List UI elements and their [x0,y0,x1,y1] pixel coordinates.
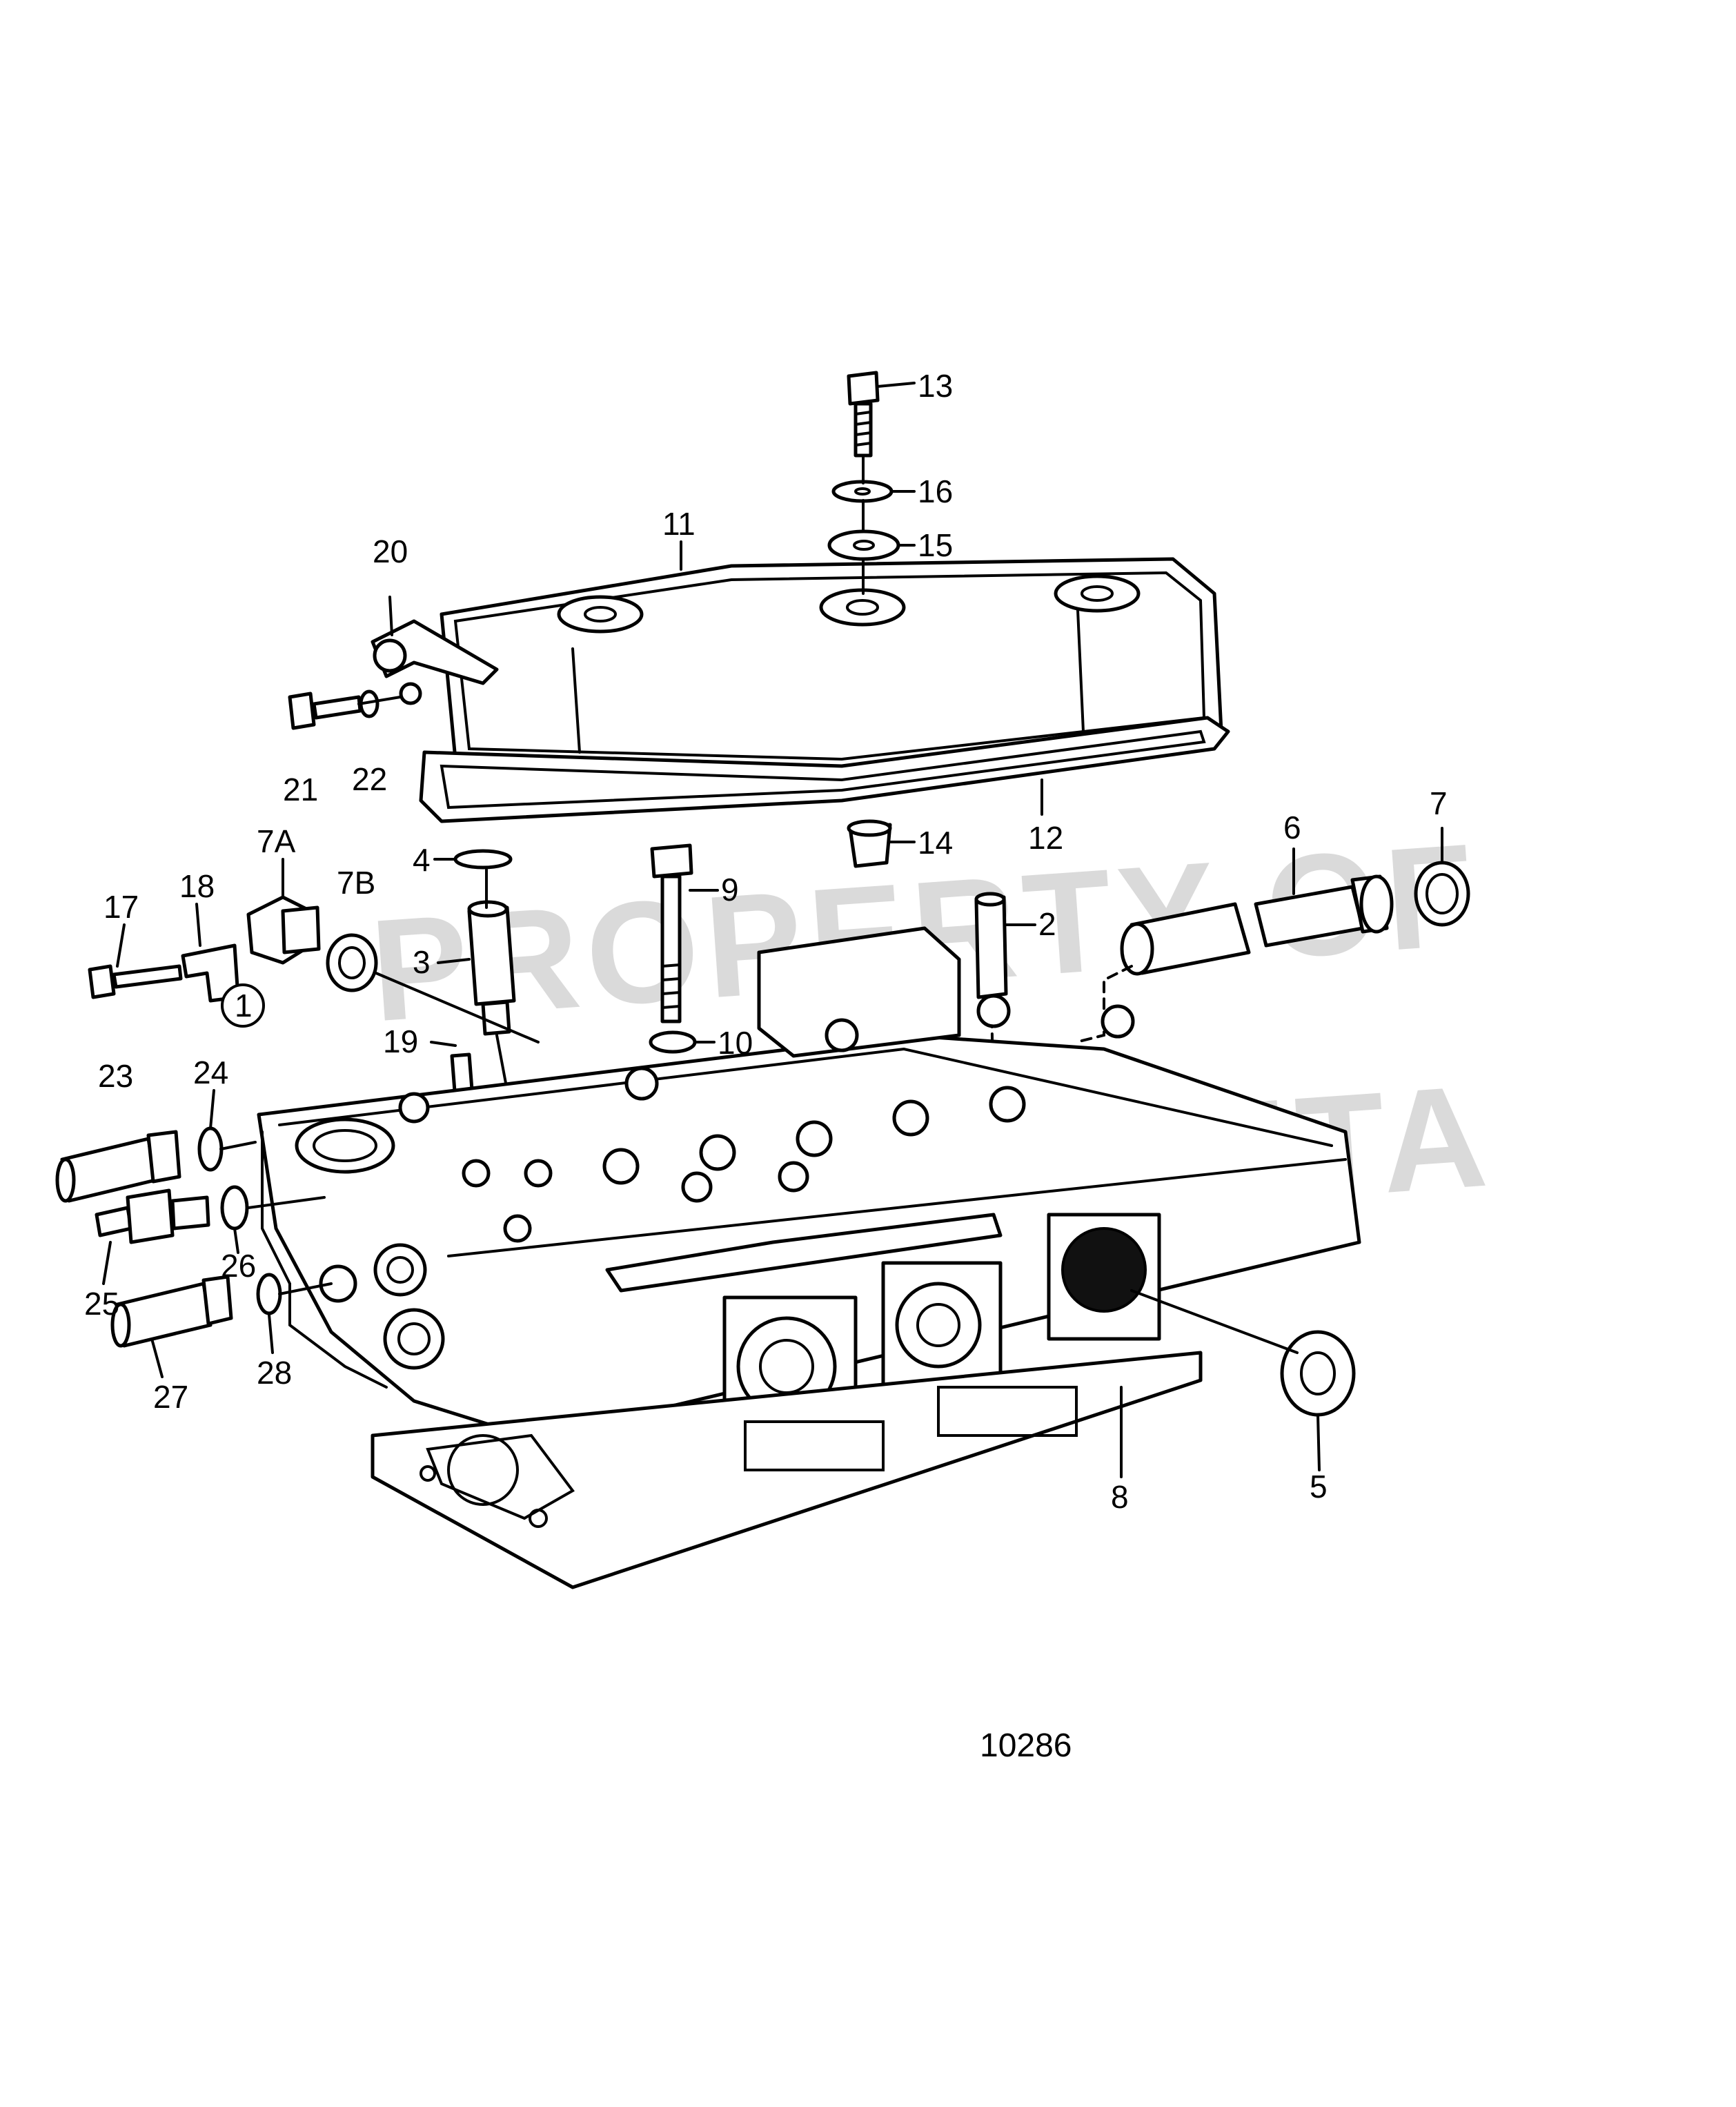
washer-7b [326,933,378,992]
callout-20: 20 [373,533,408,569]
sleeve-2 [974,892,1008,999]
callout-15: 15 [918,527,953,563]
screw-17 [88,964,183,999]
sensor-25 [95,1188,210,1244]
callout-5: 5 [1310,1469,1328,1505]
figure-number: 10286 [980,1727,1072,1764]
callout-28: 28 [257,1355,292,1391]
sealing-ring-7 [1414,861,1470,927]
cylinder-head [257,926,1361,1444]
callout-12: 12 [1028,820,1063,856]
callout-10: 10 [718,1025,753,1061]
washer-10 [649,1030,697,1054]
callout-21: 21 [283,772,318,807]
callout-7b: 7B [337,865,375,901]
head-gasket-8 [371,1351,1203,1589]
callout-4: 4 [413,842,431,878]
callout-7a: 7A [257,823,296,859]
callout-8: 8 [1111,1479,1129,1515]
pipe-6 [1120,874,1394,976]
plug-7a [246,895,321,965]
lifting-eye [371,619,499,705]
callout-18: 18 [179,868,215,904]
callout-11: 11 [662,506,696,542]
callout-13: 13 [918,368,953,404]
callout-23: 23 [98,1058,133,1094]
callout-17: 17 [103,889,139,925]
valve-cover-gasket [419,716,1230,823]
washer-28 [256,1273,282,1315]
sensor-23 [55,1130,181,1203]
callout-19: 19 [383,1023,418,1059]
callout-labels: 13 16 15 11 20 21 22 12 14 9 7 6 2 4 3 7… [84,368,1448,1515]
bolt-9 [650,843,693,1023]
callout-circle-1 [221,983,265,1028]
seal-ring-4 [453,849,513,870]
callout-14: 14 [918,825,953,861]
callout-22: 22 [352,761,387,797]
washer-26 [220,1185,249,1231]
callout-1: 1 [235,988,253,1023]
callout-3: 3 [413,944,431,980]
washer-16 [831,480,894,503]
bolt-13 [847,371,880,458]
callout-25: 25 [84,1286,119,1322]
callout-2: 2 [1038,906,1056,942]
leader-lines [102,382,1443,1478]
washer-24 [197,1126,224,1172]
callout-27: 27 [153,1379,188,1415]
callout-24: 24 [193,1055,228,1090]
callout-26: 26 [221,1248,256,1284]
sensor-27 [110,1275,233,1348]
washer-15 [827,529,900,561]
callout-6: 6 [1283,810,1301,845]
valve-cover [440,557,1223,775]
callout-7: 7 [1430,785,1448,821]
callout-9: 9 [721,872,739,908]
callout-16: 16 [918,473,953,509]
clamp-18 [181,943,240,1003]
cover-plug-5 [1280,1330,1356,1417]
screw-21 [288,692,362,730]
